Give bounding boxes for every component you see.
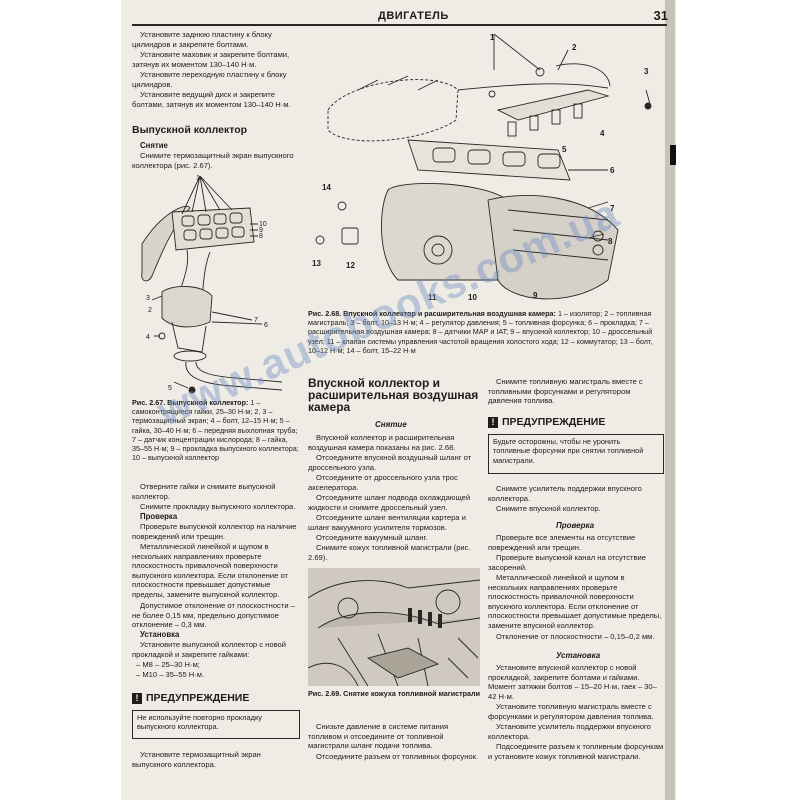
subheading-check: Проверка [140, 512, 178, 521]
caption-title: Рис. 2.67. Выпускной коллектор: [132, 398, 249, 407]
figure-2-68-intake-manifold: 1 2 3 4 5 6 7 8 9 10 11 12 13 14 [312, 33, 652, 302]
warning-heading: ! ПРЕДУПРЕЖДЕНИЕ [488, 416, 605, 428]
paragraph: Отсоедините впускной воздушный шланг от … [308, 453, 472, 472]
paragraph: Снимите прокладку выпускного коллектора. [140, 502, 296, 511]
paragraph: Установите ведущий диск и закрепите болт… [132, 90, 291, 109]
figure-2-67-exhaust-manifold: 1 10 9 8 3 2 7 6 4 5 [141, 175, 283, 394]
paragraph: Снимите термозащитный экран выпускного к… [132, 151, 294, 170]
callout-8: 8 [608, 237, 613, 246]
callout-2: 2 [148, 307, 152, 314]
paragraph: Отсоедините вакуумный шланг. [316, 533, 428, 542]
subheading-install: Установка [140, 630, 180, 639]
callout-1: 1 [490, 33, 495, 42]
paragraph: Снимите усилитель поддержки впускного ко… [488, 484, 642, 503]
exclamation-icon: ! [488, 416, 498, 428]
callout-9: 9 [259, 227, 263, 234]
callout-8: 8 [259, 233, 263, 240]
callout-6: 6 [610, 166, 615, 175]
paragraph: Подсоедините разъем к топливным форсунка… [488, 742, 664, 761]
warning-text: Будьте осторожны, чтобы не уронить топли… [493, 437, 644, 465]
warning-text: Не используйте повторно прокладку выпуск… [137, 713, 262, 732]
figure-2-68-caption: Рис. 2.68. Впускной коллектор и расширит… [308, 309, 658, 355]
paragraph: Отсоедините шланг вентиляции картера и ш… [308, 513, 466, 532]
caption-text: 1 – изолятор; 2 – топливная магистраль; … [308, 309, 653, 355]
running-title: ДВИГАТЕЛЬ [378, 10, 449, 22]
paragraph: Снимите топливную магистраль вместе с то… [488, 377, 643, 406]
header-rule [132, 24, 667, 26]
callout-4: 4 [146, 334, 150, 341]
paragraph: Отверните гайки и снимите выпускной колл… [132, 482, 276, 501]
paragraph: Проверьте выпускной коллектор на наличие… [132, 522, 297, 541]
callout-10: 10 [468, 293, 477, 302]
paragraph: Установите выпускной коллектор с новой п… [132, 640, 286, 659]
figure-2-69-caption: Рис. 2.69. Снятие кожуха топливной магис… [308, 689, 481, 698]
subheading-removal: Снятие [140, 141, 168, 150]
callout-7: 7 [254, 317, 258, 324]
paragraph: Отсоедините шланг подвода охлаждающей жи… [308, 493, 471, 512]
paragraph: Проверьте все элементы на отсутствие пов… [488, 533, 636, 552]
figure-2-69-fuel-rail-cover [308, 568, 480, 686]
paragraph: Установите термозащитный экран выпускног… [132, 750, 261, 769]
callout-7: 7 [610, 204, 615, 213]
callout-9: 9 [533, 291, 538, 300]
caption-text: 1 – самоконтрящиеся гайки, 25–30 Н·м; 2,… [132, 398, 299, 463]
paragraph: Металлической линейкой и щупом в несколь… [488, 573, 662, 630]
page-edge [665, 0, 675, 800]
paragraph: Установите переходную пластину к блоку ц… [132, 70, 287, 89]
warning-title: ПРЕДУПРЕЖДЕНИЕ [502, 416, 606, 428]
chapter-tab-marker [670, 145, 676, 165]
callout-11: 11 [428, 293, 437, 302]
callout-5: 5 [168, 385, 172, 392]
callout-12: 12 [346, 261, 355, 270]
paragraph: Отсоедините разъем от топливных форсунок… [316, 752, 479, 761]
section-heading-exhaust: Выпускной коллектор [132, 124, 248, 136]
paragraph: Отклонение от плоскостности – 0,15–0,2 м… [496, 632, 655, 641]
paragraph: Снимите впускной коллектор. [496, 504, 601, 513]
paragraph: Проверьте выпускной канал на отсутствие … [488, 553, 646, 572]
subheading-check: Проверка [556, 521, 595, 530]
callout-3: 3 [644, 67, 649, 76]
paragraph: Установите впускной коллектор с новой пр… [488, 663, 657, 701]
exclamation-icon: ! [132, 692, 142, 704]
callout-2: 2 [572, 43, 577, 52]
subheading-removal: Снятие [375, 420, 407, 429]
paragraph: Снимите кожух топливной магистрали (рис.… [308, 543, 471, 562]
paragraph: Установите усилитель поддержки впускного… [488, 722, 651, 741]
paragraph: Металлической линейкой и щупом в несколь… [132, 542, 288, 599]
list-item: – М8 – 25–30 Н·м; [136, 660, 200, 669]
warning-heading: ! ПРЕДУПРЕЖДЕНИЕ [132, 692, 249, 704]
callout-1: 1 [196, 175, 200, 182]
callout-13: 13 [312, 259, 321, 268]
paragraph: Установите топливную магистраль вместе с… [488, 702, 654, 721]
callout-3: 3 [146, 295, 150, 302]
list-item: – М10 – 35–55 Н·м. [136, 670, 205, 679]
callout-4: 4 [600, 129, 605, 138]
warning-box: Не используйте повторно прокладку выпуск… [132, 710, 300, 739]
paragraph: Установите заднюю пластину к блоку цилин… [132, 30, 272, 49]
caption-title: Рис. 2.68. Впускной коллектор и расширит… [308, 309, 556, 318]
subheading-install: Установка [556, 651, 601, 660]
paragraph: Установите маховик и закрепите болтами, … [132, 50, 290, 69]
section-heading-intake: Впускной коллектор и расширительная возд… [308, 376, 479, 414]
callout-10: 10 [259, 221, 267, 228]
figure-2-67-caption: Рис. 2.67. Выпускной коллектор: 1 – само… [132, 398, 300, 462]
warning-title: ПРЕДУПРЕЖДЕНИЕ [146, 692, 250, 704]
paragraph: Снизьте давление в системе питания топли… [308, 722, 449, 751]
callout-5: 5 [562, 145, 567, 154]
warning-box: Будьте осторожны, чтобы не уронить топли… [488, 434, 664, 474]
callout-6: 6 [264, 322, 268, 329]
page-header: ДВИГАТЕЛЬ 31 [132, 8, 672, 26]
paragraph: Впускной коллектор и расширительная возд… [308, 433, 456, 452]
paragraph: Допустимое отклонение от плоскостности –… [132, 601, 295, 630]
paragraph: Отсоедините от дроссельного узла трос ак… [308, 473, 458, 492]
callout-14: 14 [322, 183, 331, 192]
page-number: 31 [653, 8, 668, 23]
